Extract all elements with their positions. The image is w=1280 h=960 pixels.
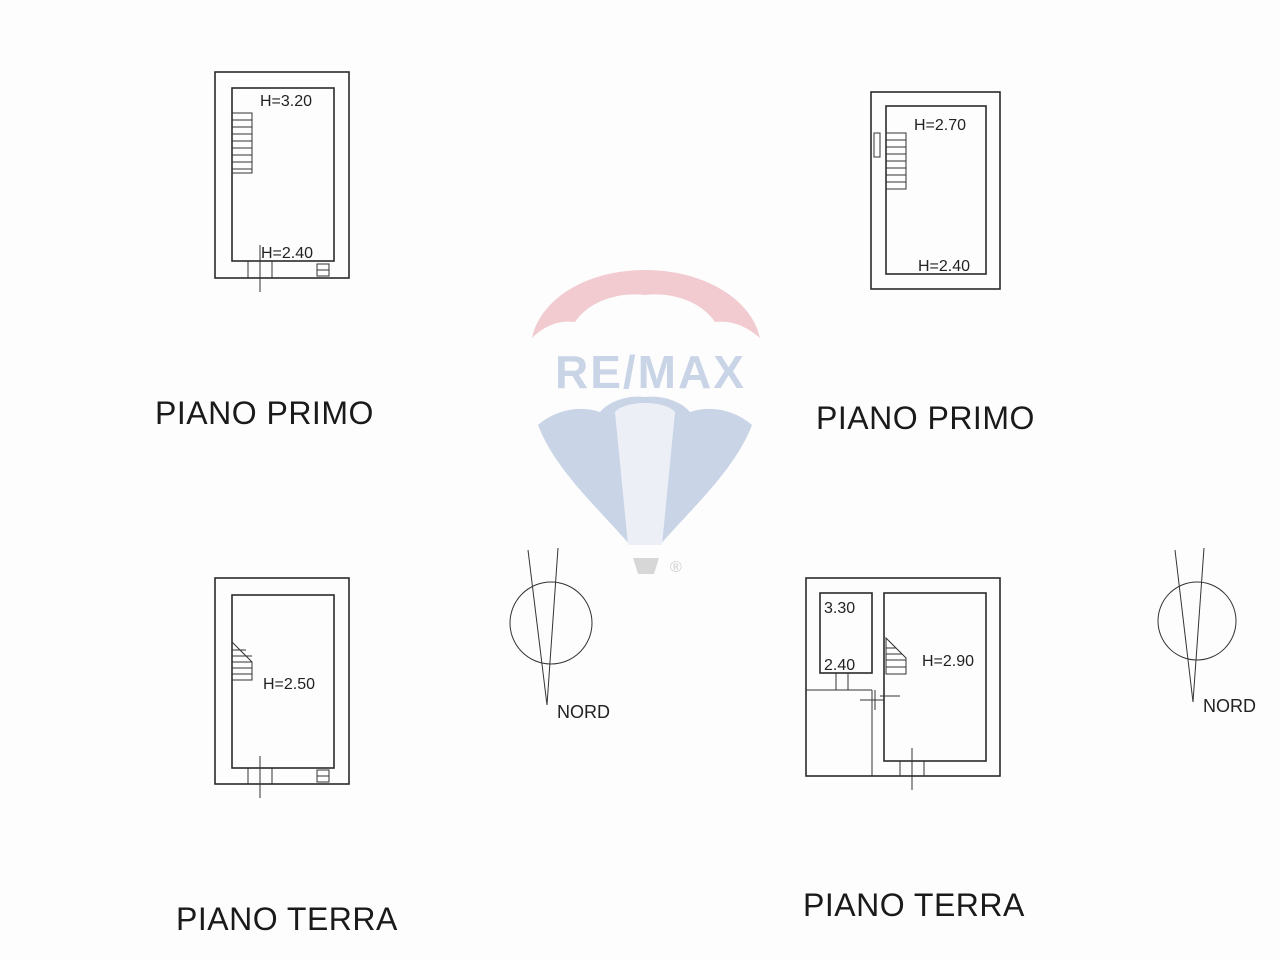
inner-wall (231, 594, 335, 769)
floor-title: PIANO PRIMO (816, 400, 1035, 436)
partition-lines (806, 673, 900, 776)
outer-wall (214, 577, 350, 785)
main-room-wall (883, 592, 987, 762)
stair-icon (885, 636, 907, 675)
north-arrow-icon: NORD (1157, 547, 1256, 716)
plan-terra-right: 3.30 2.40 H=2.90 (805, 577, 1001, 790)
floor-title: PIANO TERRA (176, 901, 398, 937)
plan-terra-left: H=2.50 (214, 577, 350, 798)
window-icon (899, 748, 925, 790)
height-label: H=2.40 (261, 245, 313, 262)
small-room-wall (819, 592, 873, 674)
outer-wall (870, 91, 1001, 290)
outer-wall (214, 71, 350, 279)
plan-primo-right: H=2.70 H=2.40 (870, 91, 1001, 290)
stair-icon (231, 640, 253, 681)
stair-icon (231, 112, 253, 174)
height-label: 2.40 (824, 657, 855, 674)
plan-primo-left: H=3.20 H=2.40 (214, 71, 350, 292)
floor-title: PIANO PRIMO (155, 395, 374, 431)
north-label: NORD (557, 702, 610, 722)
north-label: NORD (1203, 696, 1256, 716)
height-label: H=2.70 (914, 117, 966, 134)
inner-wall (885, 105, 987, 275)
inner-wall (231, 87, 335, 262)
stair-icon (873, 132, 907, 190)
height-label: H=2.40 (918, 258, 970, 275)
outer-wall (805, 577, 1001, 777)
height-label: 3.30 (824, 600, 855, 617)
height-label: H=2.90 (922, 653, 974, 670)
balloon-top-red (532, 270, 760, 338)
balloon-stripe-light (615, 403, 675, 545)
registered-mark: ® (670, 559, 682, 576)
height-label: H=2.50 (263, 676, 315, 693)
floor-title: PIANO TERRA (803, 887, 1025, 923)
remax-watermark: RE/MAX ® (532, 270, 760, 576)
north-arrow-icon: NORD (509, 547, 610, 722)
window-icon (247, 245, 330, 292)
balloon-basket (633, 558, 659, 574)
window-icon (247, 756, 330, 798)
height-label: H=3.20 (260, 93, 312, 110)
watermark-text: RE/MAX (555, 346, 746, 398)
